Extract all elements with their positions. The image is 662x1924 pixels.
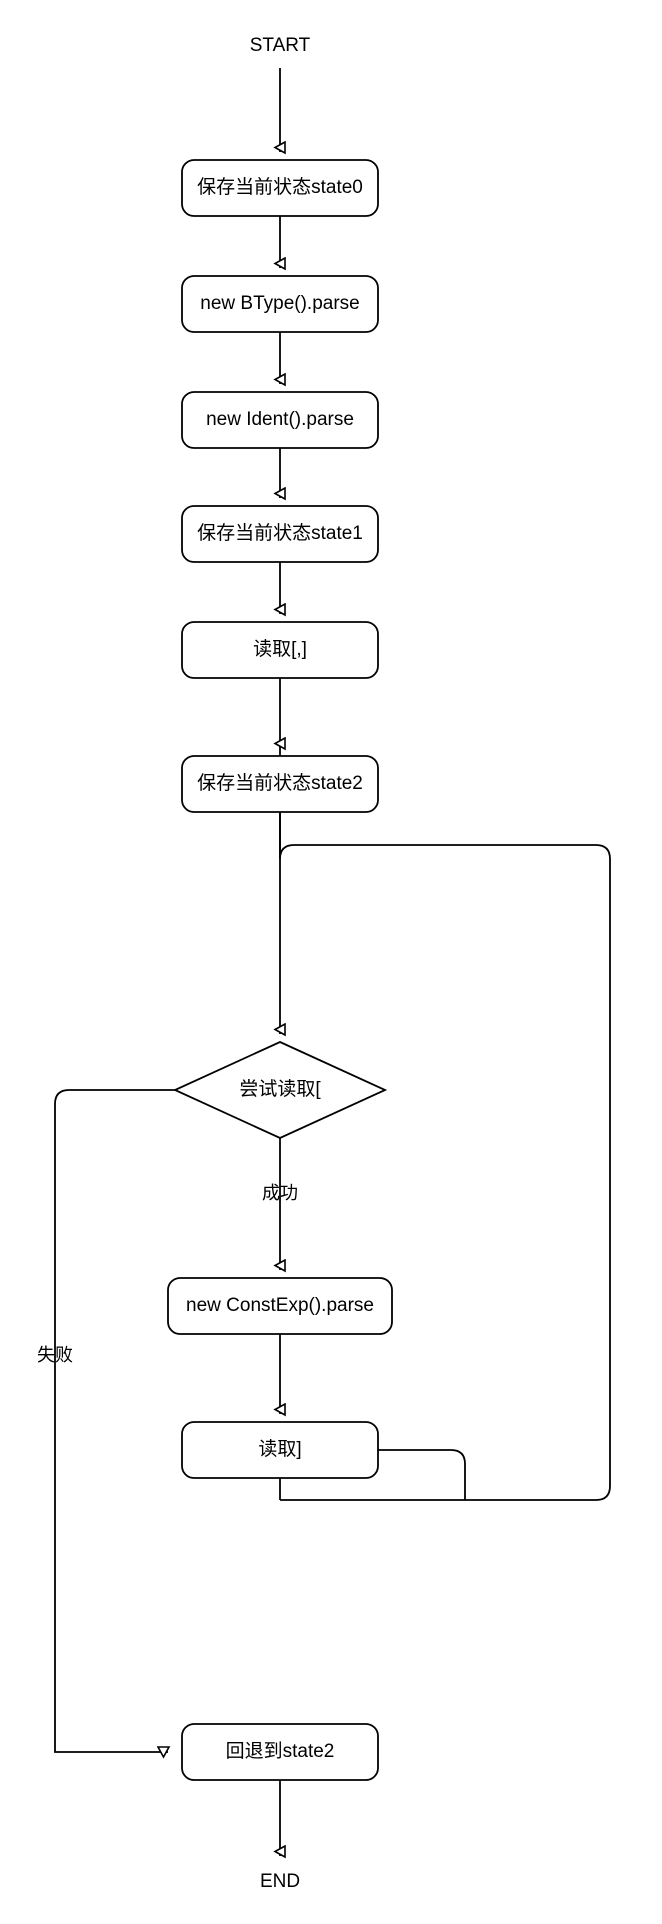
node-n2-shape: [181, 391, 379, 449]
edge-n6-failure-to-n9: [54, 1089, 175, 1752]
edge-n8-right-exit: [378, 1449, 466, 1500]
node-n0-shape: [181, 159, 379, 217]
edge-loop-back-to-n5: [279, 748, 611, 1501]
node-n1-shape: [181, 275, 379, 333]
node-n6-shape: [172, 1041, 388, 1139]
node-n5-shape: [181, 755, 379, 813]
node-n3-shape: [181, 505, 379, 563]
node-n4-shape: [181, 621, 379, 679]
node-n7-shape: [167, 1277, 393, 1335]
node-n9-shape: [181, 1723, 379, 1781]
node-n8-shape: [181, 1421, 379, 1479]
